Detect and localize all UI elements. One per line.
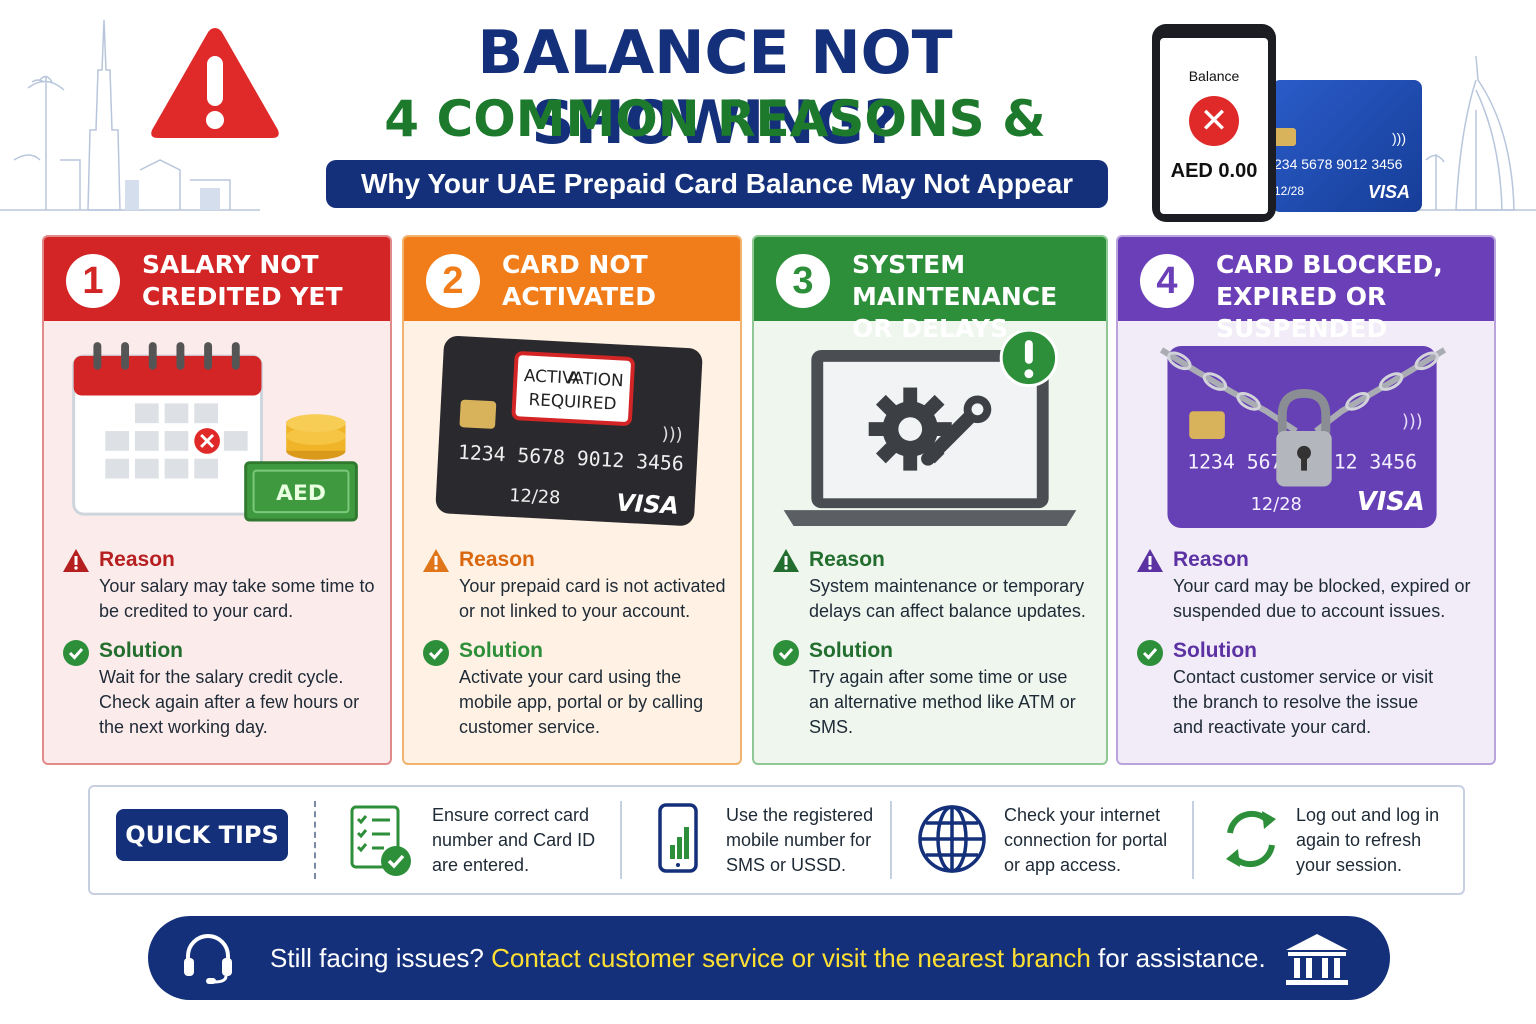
- warning-icon: [423, 549, 449, 572]
- visa-logo: VISA: [1357, 487, 1425, 517]
- phone-balance-amount: AED 0.00: [1170, 160, 1258, 182]
- banner-text-after: for assistance.: [1090, 943, 1266, 973]
- banner-text-highlight: Contact customer service or visit the ne…: [491, 943, 1091, 973]
- panel-number: 1: [66, 254, 120, 308]
- warning-icon: [773, 549, 799, 572]
- tip-text: Check your internet connection for porta…: [1004, 805, 1168, 875]
- check-circle-icon: [423, 640, 449, 666]
- refresh-icon: [1226, 810, 1276, 868]
- reason-text: Your prepaid card is not activated or no…: [459, 576, 726, 621]
- panel-title: CARD NOT ACTIVATED: [502, 250, 656, 311]
- card-chip-icon: [1274, 128, 1296, 146]
- error-x-icon: ✕: [1189, 96, 1239, 146]
- contact-message: Still facing issues? Contact customer se…: [270, 916, 1266, 1000]
- solution-text: Contact customer service or visit the br…: [1173, 667, 1434, 737]
- tip-text: Log out and log in again to refresh your…: [1296, 805, 1440, 875]
- aed-note-label: AED: [276, 481, 326, 506]
- reason-text: Your salary may take some time to be cre…: [99, 576, 375, 621]
- solution-text: Try again after some time or use an alte…: [809, 667, 1076, 737]
- inactive-card-icon: A ACTIVATION REQUIRED ))) 1234 5678 9012…: [435, 336, 703, 526]
- quick-tips-bar: QUICK TIPS Ensure correct card number an…: [88, 785, 1465, 895]
- card-expiry: 12/28: [1274, 184, 1305, 198]
- calendar-money-icon: AED: [72, 342, 358, 522]
- reason-label: Reason: [459, 548, 535, 571]
- tip-text: Ensure correct card number and Card ID a…: [432, 805, 596, 875]
- reason-label: Reason: [1173, 548, 1249, 571]
- warning-triangle-icon: [151, 28, 279, 138]
- card-expiry: 12/28: [1251, 494, 1302, 515]
- tips-divider: [620, 801, 622, 879]
- svg-text:))): ))): [1402, 411, 1423, 432]
- card-number-right: 12 3456: [1334, 451, 1417, 474]
- solution-text: Wait for the salary credit cycle. Check …: [99, 667, 360, 737]
- subtitle-banner: Why Your UAE Prepaid Card Balance May No…: [326, 160, 1108, 208]
- globe-icon: [918, 805, 986, 873]
- reason-card-salary: 1 SALARY NOT CREDITED YET AED Reas: [42, 235, 392, 765]
- header: BALANCE NOT SHOWING? 4 COMMON REASONS & …: [0, 0, 1536, 225]
- panel-number: 2: [426, 254, 480, 308]
- solution-label: Solution: [1173, 639, 1257, 662]
- reason-card-blocked: 4 CARD BLOCKED, EXPIRED OR SUSPENDED )))…: [1116, 235, 1496, 765]
- reason-card-maintenance: 3 SYSTEM MAINTENANCE OR DELAYS Reason Sy…: [752, 235, 1108, 765]
- bank-icon: [1286, 934, 1348, 985]
- locked-card-icon: ))) 1234 567 12 3456 12/28 VISA: [1159, 345, 1447, 529]
- visa-logo: VISA: [1367, 182, 1410, 202]
- reason-label: Reason: [99, 548, 175, 571]
- solution-label: Solution: [809, 639, 893, 662]
- card-expiry: 12/28: [509, 485, 561, 509]
- solution-label: Solution: [459, 639, 543, 662]
- check-circle-icon: [773, 640, 799, 666]
- phone-screen: Balance ✕ AED 0.00: [1160, 38, 1268, 214]
- visa-logo: VISA: [616, 489, 680, 520]
- solution-label: Solution: [99, 639, 183, 662]
- check-circle-icon: [1137, 640, 1163, 666]
- panel-title: SYSTEM MAINTENANCE OR DELAYS: [852, 250, 1058, 343]
- reason-card-activation: 2 CARD NOT ACTIVATED A ACTIVATION REQUIR…: [402, 235, 742, 765]
- panel-title: SALARY NOT CREDITED YET: [142, 250, 343, 311]
- panel-title: CARD BLOCKED, EXPIRED OR SUSPENDED: [1216, 250, 1443, 343]
- reason-text: System maintenance or temporary delays c…: [809, 576, 1086, 621]
- panel-header: 1 SALARY NOT CREDITED YET: [44, 237, 390, 321]
- solution-text: Activate your card using the mobile app,…: [459, 667, 704, 737]
- check-circle-icon: [63, 640, 89, 666]
- reason-label: Reason: [809, 548, 885, 571]
- panel-header: 2 CARD NOT ACTIVATED: [404, 237, 740, 321]
- mobile-signal-icon: [658, 803, 698, 873]
- contactless-icon: ))): [1392, 130, 1406, 146]
- banner-text-before: Still facing issues?: [270, 943, 492, 973]
- headset-icon: [184, 934, 232, 984]
- warning-icon: [1137, 549, 1163, 572]
- card-number: 234 5678 9012 3456: [1274, 156, 1403, 172]
- panel-header: 3 SYSTEM MAINTENANCE OR DELAYS: [754, 237, 1106, 343]
- svg-text:))): ))): [661, 424, 683, 446]
- tips-divider: [890, 801, 892, 879]
- tips-divider: [314, 801, 316, 879]
- quick-tips-badge: QUICK TIPS: [116, 809, 288, 861]
- tip-text: Use the registered mobile number for SMS…: [726, 805, 874, 875]
- page-title: BALANCE NOT SHOWING?: [477, 18, 953, 158]
- phone-illustration: Balance ✕ AED 0.00: [1152, 24, 1276, 222]
- panel-number: 4: [1140, 254, 1194, 308]
- reason-text: Your card may be blocked, expired or sus…: [1173, 576, 1471, 621]
- checklist-icon: [350, 805, 411, 876]
- card-number-left: 1234 567: [1187, 451, 1282, 474]
- dubai-skyline-illustration: [0, 19, 260, 211]
- header-visa-card: ))) 234 5678 9012 3456 12/28 VISA: [1272, 80, 1422, 212]
- svg-text:REQUIRED: REQUIRED: [528, 389, 617, 414]
- panel-number: 3: [776, 254, 830, 308]
- phone-balance-label: Balance: [1188, 68, 1240, 84]
- laptop-maintenance-icon: [783, 331, 1077, 526]
- tips-divider: [1192, 801, 1194, 879]
- panel-header: 4 CARD BLOCKED, EXPIRED OR SUSPENDED: [1118, 237, 1494, 343]
- activation-word: A: [568, 367, 581, 388]
- warning-icon: [63, 549, 89, 572]
- burj-al-arab-illustration: [1416, 55, 1536, 211]
- contact-banner: Still facing issues? Contact customer se…: [148, 916, 1390, 1000]
